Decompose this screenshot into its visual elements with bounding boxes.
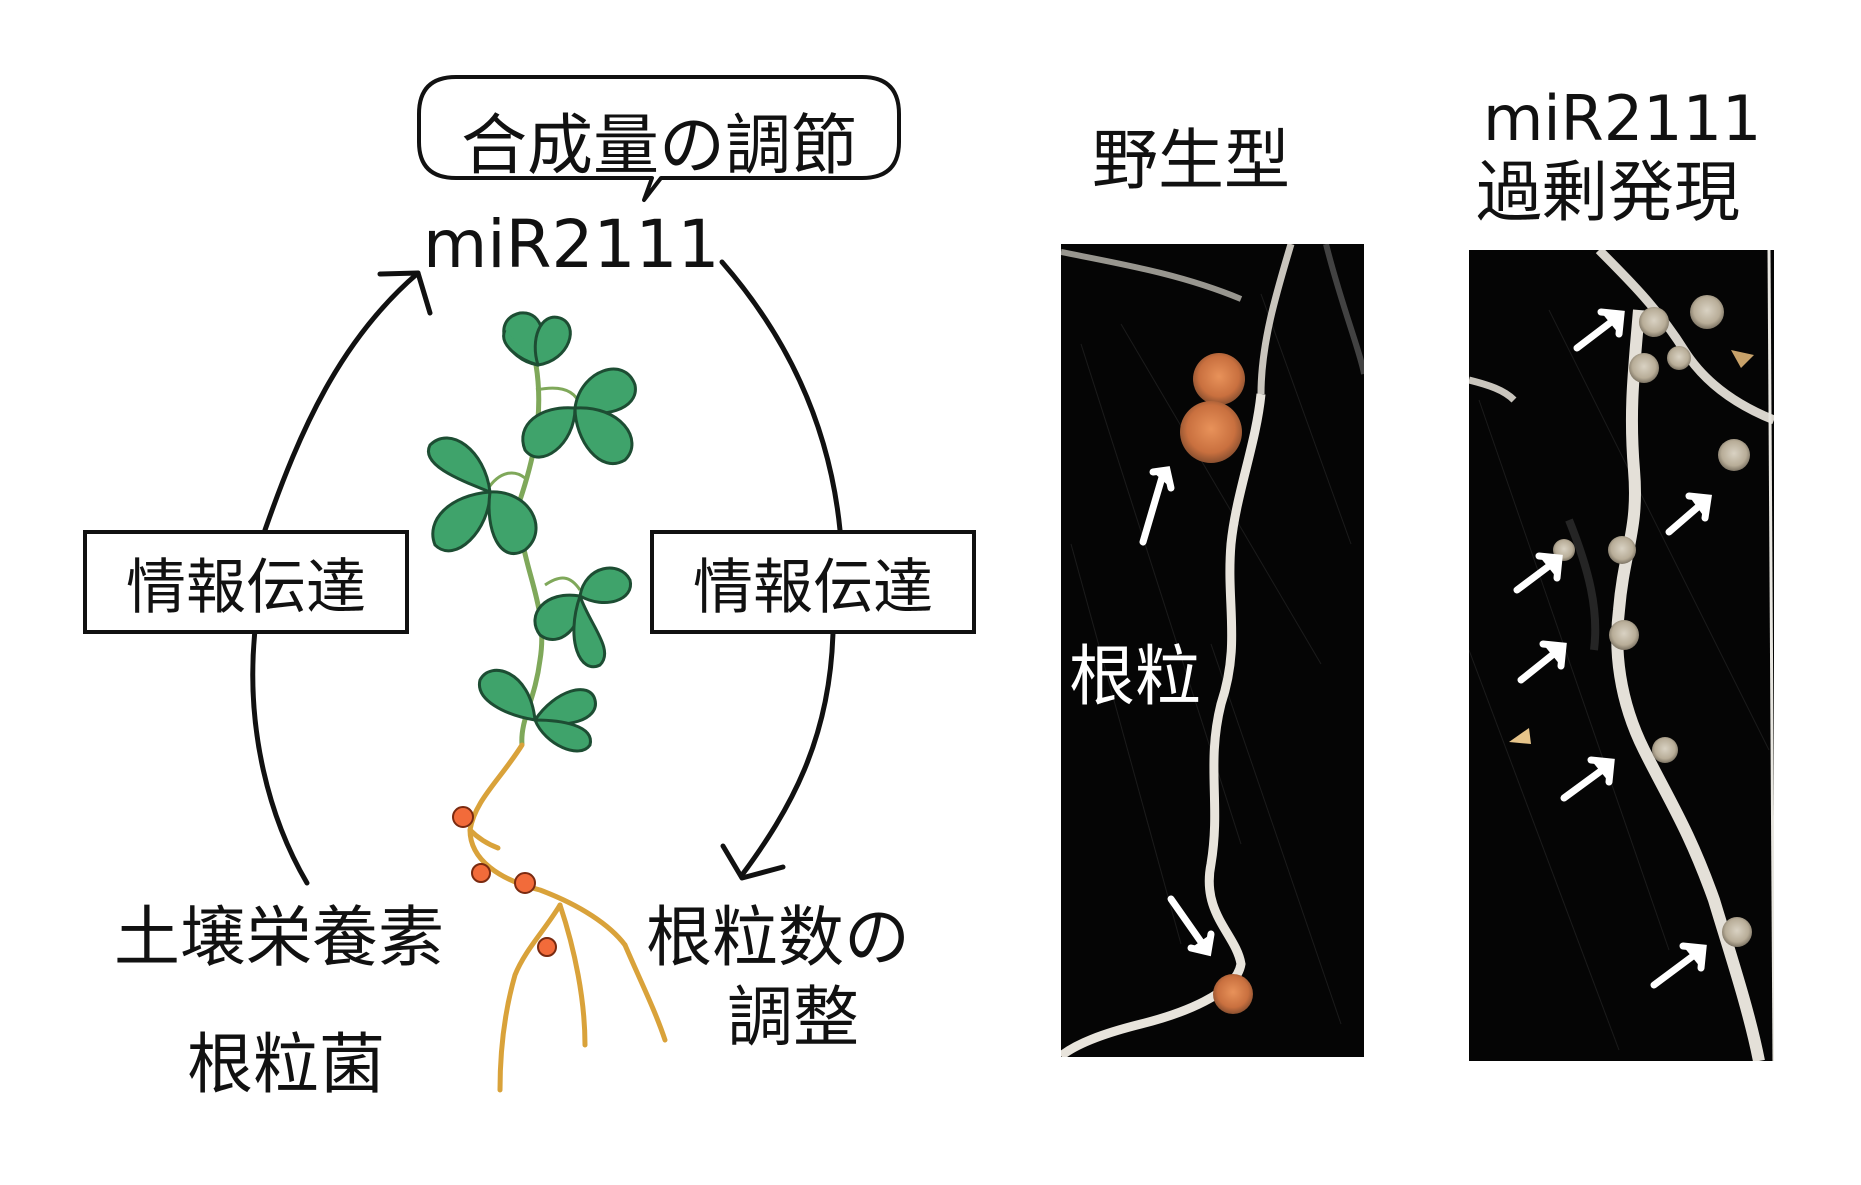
nodule-number-adjust-label-line1: 根粒数の: [646, 899, 910, 976]
mir2111-label: miR2111: [423, 206, 720, 283]
photo-nodule: [1608, 536, 1636, 564]
clover-leaflet: [532, 718, 592, 753]
soil-nutrients-label: 土壌栄養素: [114, 899, 444, 976]
clover-leaflet: [533, 315, 572, 367]
photo-nodule: [1690, 295, 1724, 329]
photo-nodule: [1652, 737, 1678, 763]
nodule-dot: [471, 863, 491, 883]
photo-nodule: [1718, 439, 1750, 471]
clover-leaflet: [487, 490, 538, 555]
left-arrow-lower-line: [250, 627, 310, 886]
clover-leaflet: [578, 566, 632, 605]
wild-type-title: 野生型: [1092, 122, 1290, 199]
info-transfer-label-left: 情報伝達: [126, 552, 366, 623]
clover-leaflet: [478, 669, 537, 722]
info-transfer-box-right: 情報伝達: [650, 530, 976, 634]
wild-type-photo-art: [1061, 244, 1364, 1057]
left-arrow-head: [377, 270, 433, 316]
photo-nodule: [1639, 307, 1669, 337]
clover-leaflet: [426, 436, 492, 495]
nodule-number-adjust-label-line2: 調整: [727, 979, 859, 1056]
arrow-icon: [1167, 895, 1210, 953]
callout-bubble-shape: [417, 75, 901, 202]
callout-label: 合成量の調節: [461, 107, 857, 184]
overexpression-title-line2: 過剰発現: [1476, 154, 1740, 231]
nodule-label: 根粒: [1069, 638, 1201, 715]
photo-nodule: [1180, 401, 1242, 463]
photo-nodule: [1667, 346, 1691, 370]
photo-root: [1611, 309, 1765, 1061]
photo-nodule: [1213, 974, 1253, 1014]
overexpression-root-photo: [1469, 250, 1774, 1061]
rhizobia-label: 根粒菌: [187, 1026, 385, 1103]
info-transfer-label-right: 情報伝達: [693, 552, 933, 623]
main-root: [467, 742, 628, 948]
clover-leaflet: [431, 490, 492, 553]
synthesis-regulation-callout: 合成量の調節: [416, 74, 902, 202]
photo-root: [1061, 393, 1266, 1057]
right-arrow-upper-line: [719, 259, 843, 533]
nodule-dot: [452, 806, 474, 828]
clover-leaflet: [502, 329, 539, 367]
nodule-dot: [514, 872, 536, 894]
overexpression-title-line1: miR2111: [1483, 82, 1762, 155]
photo-nodule: [1193, 353, 1245, 405]
info-transfer-box-left: 情報伝達: [83, 530, 409, 634]
photo-nodule: [1609, 620, 1639, 650]
right-arrow-lower-line: [739, 629, 836, 878]
wild-type-root-photo: 根粒: [1061, 244, 1364, 1057]
arrow-icon: [1139, 470, 1167, 546]
right-arrow-head: [720, 843, 786, 881]
clover-leaflet: [521, 406, 577, 459]
clover-leaflet: [573, 406, 634, 466]
overexpression-photo-art: [1469, 250, 1774, 1061]
photo-nodule: [1722, 917, 1752, 947]
photo-nodule: [1629, 353, 1659, 383]
left-arrow-upper-line: [262, 270, 421, 533]
nodule-dot: [537, 937, 557, 957]
clover-leaflet: [572, 591, 607, 669]
